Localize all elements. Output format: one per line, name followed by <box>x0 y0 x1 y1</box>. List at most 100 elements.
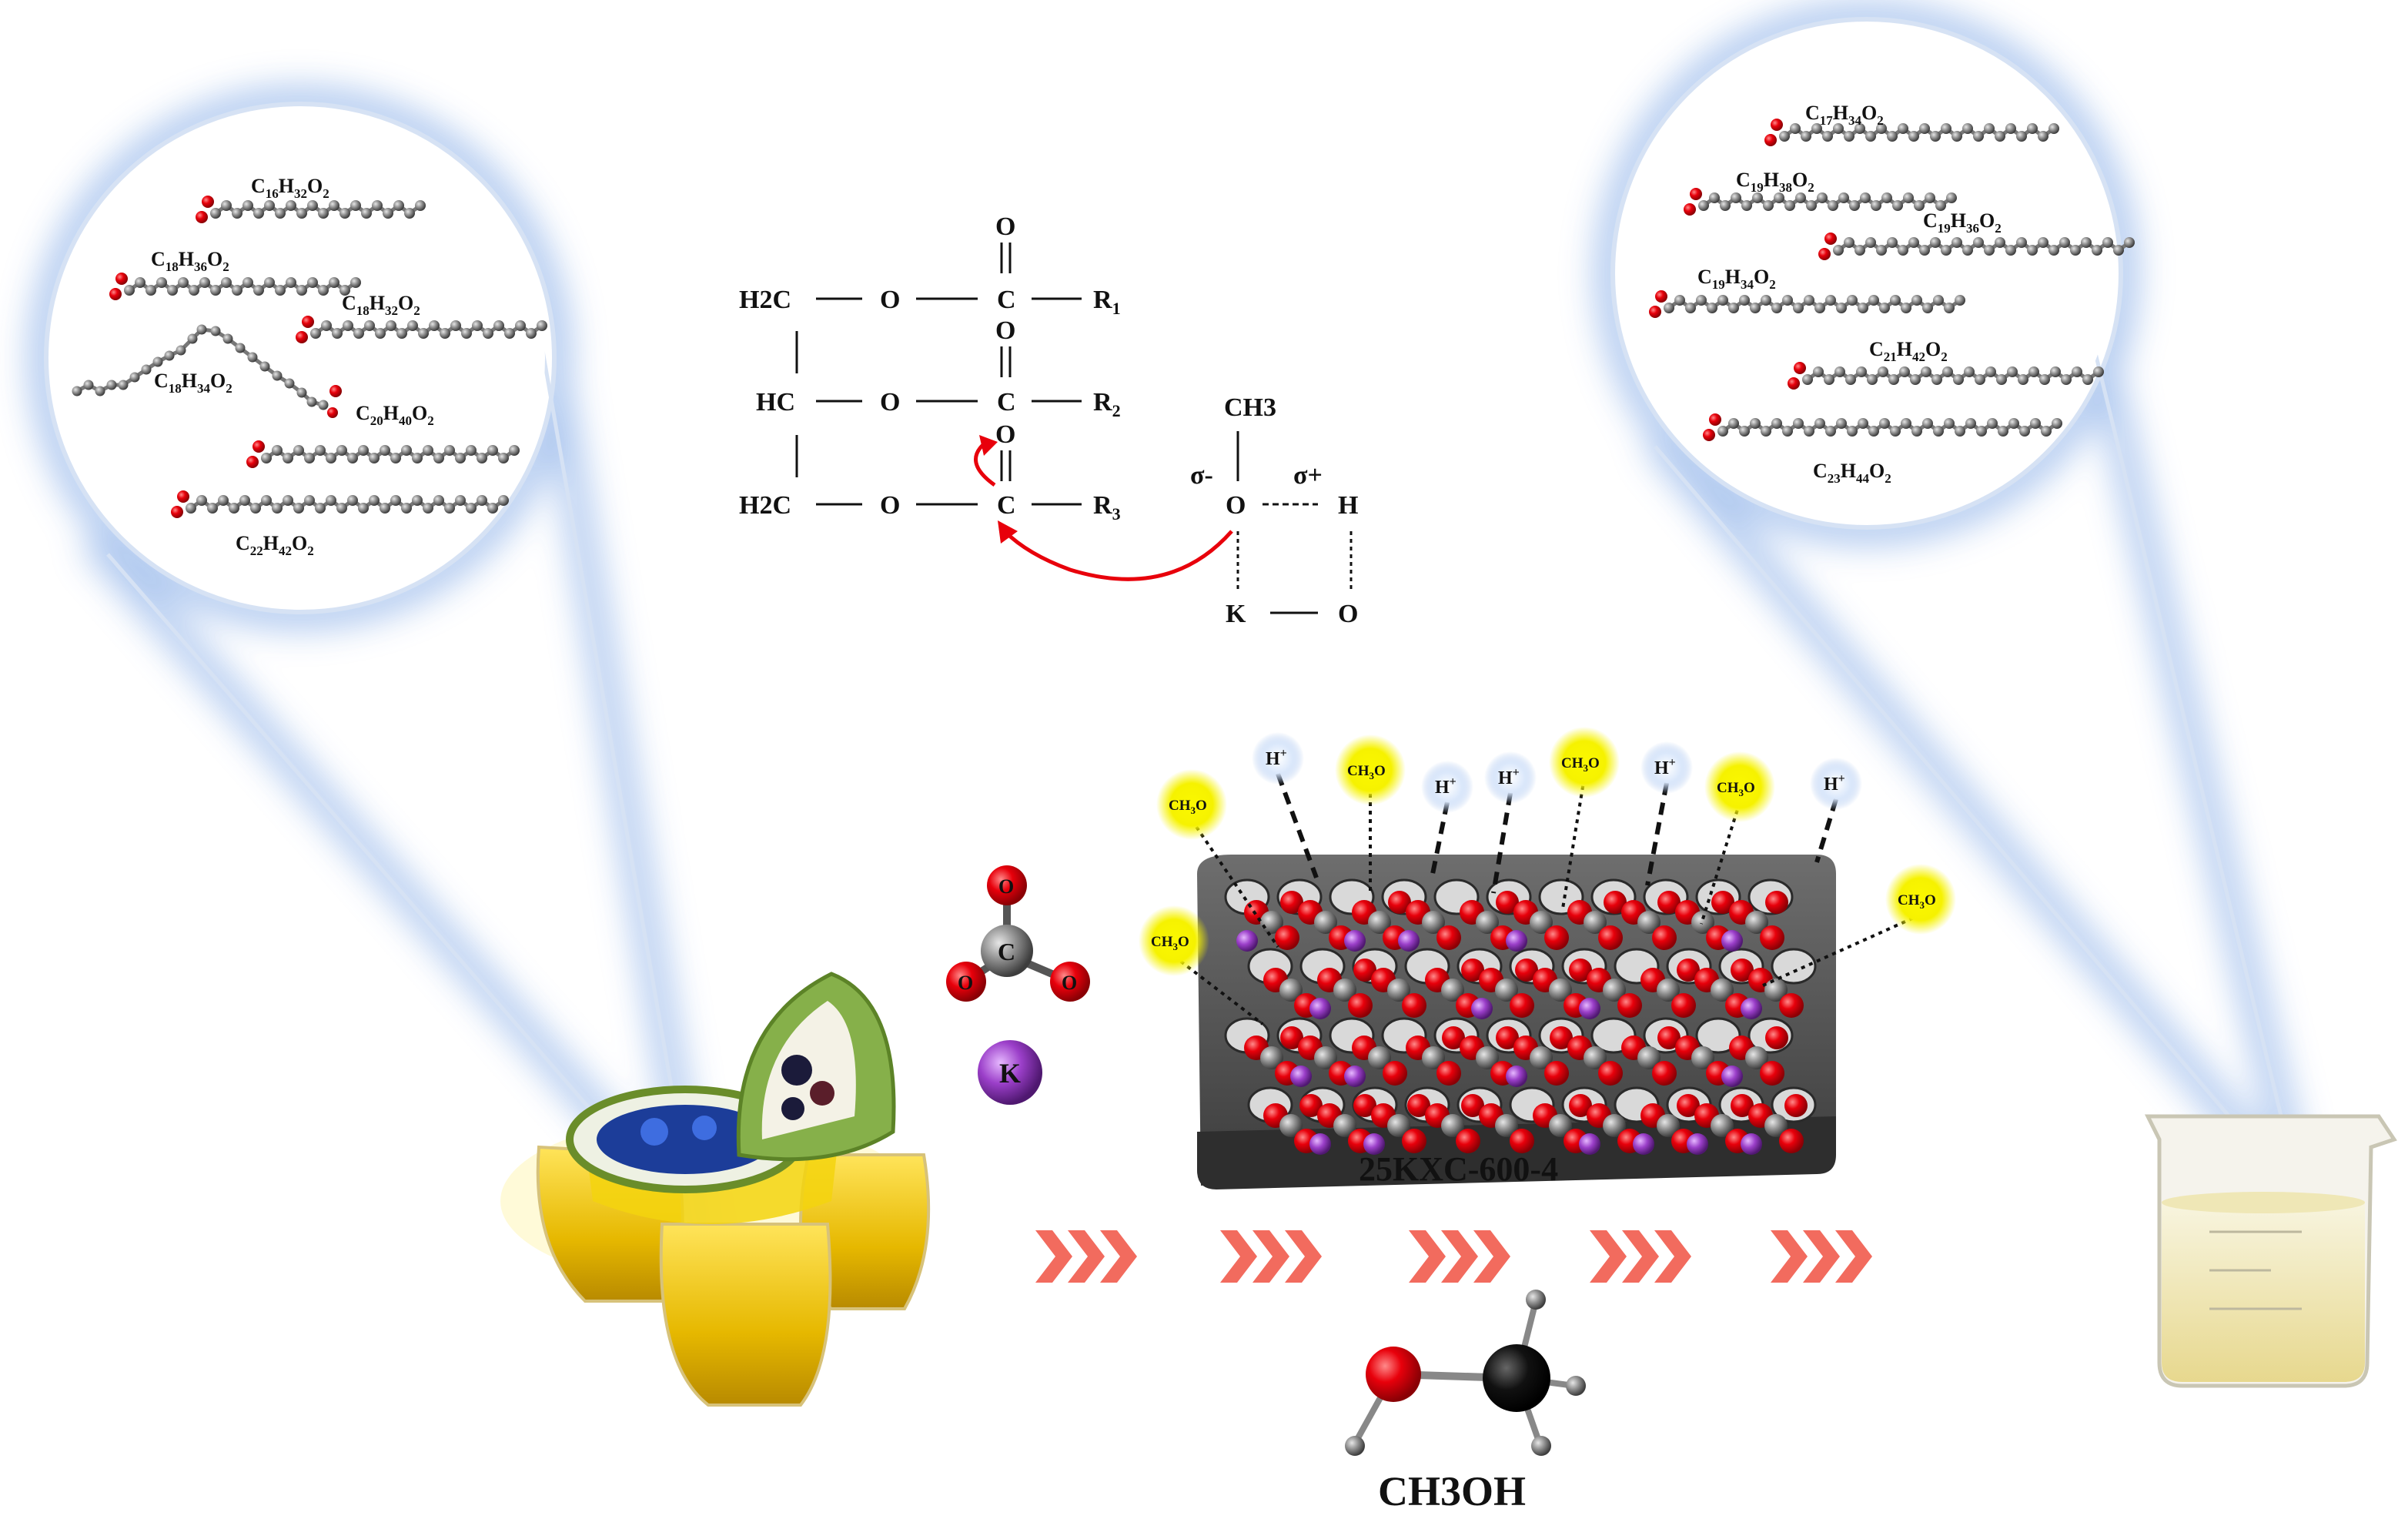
carbon-atom <box>1260 1046 1283 1069</box>
proton-site: H+ <box>1810 758 1862 863</box>
carbon-atom <box>1711 979 1734 1002</box>
oxygen-atom <box>1510 993 1534 1018</box>
h-plus-label: H+ <box>1654 756 1676 778</box>
oxygen-atom <box>1731 959 1754 982</box>
carbon-atom <box>1333 979 1356 1002</box>
carbon-atom <box>1279 979 1303 1002</box>
proton-site: H+ <box>1252 732 1319 879</box>
oxygen-atom <box>1760 925 1784 950</box>
r3-label: R3 <box>1093 491 1121 524</box>
chain-c19-34 <box>1649 290 1965 318</box>
potassium-atom <box>1506 1066 1527 1087</box>
potassium-atom <box>1363 1133 1385 1155</box>
row1-h2c: H2C <box>739 286 791 314</box>
oxygen-atom <box>1657 1026 1681 1049</box>
oxygen-atom <box>1402 1129 1426 1153</box>
h-plus-label: H+ <box>1266 747 1287 769</box>
carbonate-o3: O <box>1062 972 1077 994</box>
process-arrows <box>1035 1230 1872 1283</box>
formula-c17h34o2: C17H34O2 <box>1805 102 1884 128</box>
oxygen-atom <box>1569 1094 1592 1117</box>
chevron-arrow <box>1622 1230 1659 1283</box>
oxygen-atom <box>1677 959 1700 982</box>
carbon-atom <box>1314 911 1337 934</box>
oxygen-atom <box>1765 1026 1788 1049</box>
chain-c18-36 <box>109 273 361 300</box>
oxygen-atom <box>1510 1129 1534 1153</box>
proton-site: H+ <box>1421 761 1473 878</box>
sigma-plus: σ+ <box>1293 461 1323 490</box>
carbon-atom <box>1530 911 1553 934</box>
chain-c17 <box>1764 119 2059 146</box>
carbonyl-o-3: O <box>995 420 1015 449</box>
potassium-atom: K <box>978 1040 1042 1105</box>
chevron-arrow <box>1835 1230 1872 1283</box>
left-callout <box>28 86 720 1273</box>
oxygen-atom <box>1544 925 1569 950</box>
h-plus-label: H+ <box>1824 772 1845 795</box>
methoxide-site: CH3O <box>1700 751 1775 925</box>
r1-label: R1 <box>1093 286 1121 318</box>
oxygen-atom <box>1671 993 1696 1018</box>
oxygen-atom <box>1402 993 1426 1018</box>
carbonyl-o-2: O <box>995 316 1015 345</box>
carbon-atom <box>1530 1046 1553 1069</box>
carbon-atom <box>1495 979 1518 1002</box>
pore <box>1771 948 1817 985</box>
carbon-atom <box>1745 1046 1768 1069</box>
oxygen-atom <box>1353 959 1376 982</box>
methyl-ch3: CH3 <box>1224 393 1276 422</box>
carbon-atom <box>1279 1114 1303 1137</box>
oxygen-atom <box>1442 1026 1465 1049</box>
oxygen-atom <box>1280 891 1303 914</box>
chain-c23 <box>1703 413 2062 441</box>
potassium-atom <box>1579 998 1600 1019</box>
formula-c19h38o2: C19H38O2 <box>1736 169 1814 195</box>
potassium-atom <box>1741 998 1762 1019</box>
oxygen-atom <box>1280 1026 1303 1049</box>
carbon-atom <box>1764 979 1788 1002</box>
oxygen-atom <box>1569 959 1592 982</box>
carbon-atom <box>1691 911 1714 934</box>
carbonate-molecule: C O O O <box>946 865 1090 1002</box>
methoxide-site: CH3O <box>1549 727 1620 909</box>
carbon-atom <box>1745 911 1768 934</box>
oxygen-atom <box>1652 1061 1677 1086</box>
chevron-arrow <box>1590 1230 1627 1283</box>
oxygen-atom <box>1496 1026 1519 1049</box>
carbon-atom <box>1637 911 1661 934</box>
oxygen-atom <box>1604 891 1627 914</box>
potassium-atom <box>1471 998 1493 1019</box>
chevron-arrow <box>1771 1230 1808 1283</box>
oxygen-atom <box>1550 1026 1573 1049</box>
carbonyl-o-1: O <box>995 212 1015 241</box>
chevron-arrow <box>1654 1230 1691 1283</box>
oxygen-atom <box>1348 993 1373 1018</box>
oxygen-atom <box>1275 925 1299 950</box>
oxygen-atom <box>1436 1061 1461 1086</box>
methoxide-site: CH3O <box>1335 734 1406 893</box>
formula-c23h44o2: C23H44O2 <box>1813 460 1891 486</box>
oxygen-atom <box>1784 1094 1808 1117</box>
potassium-atom <box>1344 930 1366 952</box>
ch3o-label: CH3O <box>1717 780 1755 798</box>
chevron-arrow <box>1803 1230 1840 1283</box>
ch3o-label: CH3O <box>1151 934 1189 952</box>
left-formula-labels: C16H32O2 C18H36O2 C18H32O2 C18H34O2 C20H… <box>151 175 434 558</box>
carbon-atom <box>1260 911 1283 934</box>
carbonate-o2: O <box>958 972 973 994</box>
oxygen-atom <box>1779 1129 1804 1153</box>
carbon-atom <box>1584 1046 1607 1069</box>
h-plus-label: H+ <box>1498 766 1520 788</box>
carbon-atom <box>1495 1114 1518 1137</box>
oxygen-atom <box>1657 891 1681 914</box>
methanol-molecule: CH3OH <box>1345 1290 1586 1514</box>
ch3o-label: CH3O <box>1169 798 1207 816</box>
oxygen-atom <box>1456 1129 1480 1153</box>
carbonyl-arrow <box>974 441 996 487</box>
carbon-atom <box>1441 1114 1464 1137</box>
oxygen-atom <box>1496 891 1519 914</box>
formula-c22h42o2: C22H42O2 <box>236 532 314 558</box>
